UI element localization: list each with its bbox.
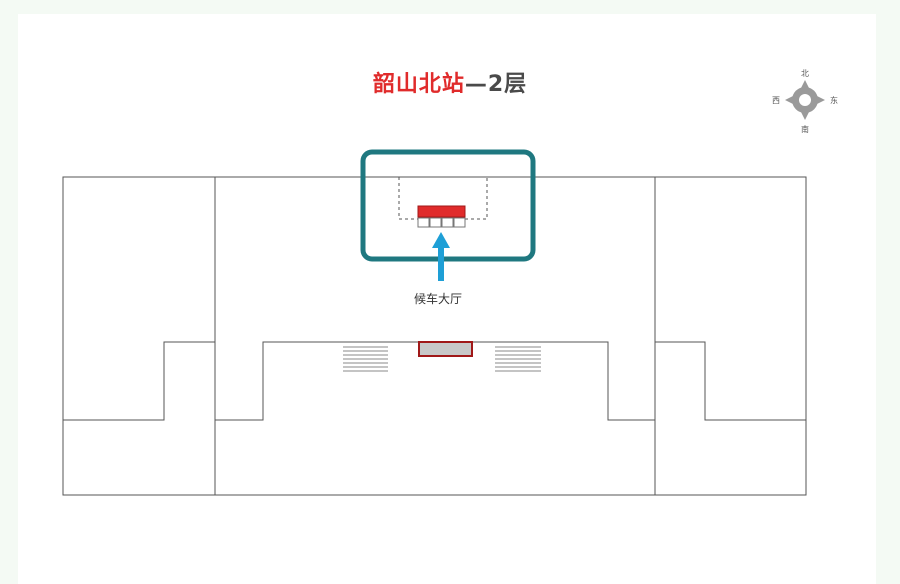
lower-counter — [418, 341, 473, 357]
right-wing-room — [655, 341, 806, 421]
ticket-counter — [417, 205, 466, 218]
stairs-left — [343, 346, 388, 372]
left-wing-room — [63, 341, 215, 421]
compass-east: 东 — [830, 95, 838, 105]
compass-south: 南 — [801, 124, 809, 134]
waiting-hall-highlight — [360, 149, 536, 262]
page-title: 韶山北站—2层 — [0, 70, 900, 100]
floor-label: —2层 — [464, 72, 528, 97]
compass-icon — [785, 80, 825, 120]
building-outline — [62, 176, 807, 496]
compass-west: 西 — [772, 96, 780, 105]
station-name: 韶山北站 — [372, 72, 465, 97]
arrow-up-icon — [432, 232, 450, 281]
compass-north: 北 — [801, 69, 809, 78]
counter-seats — [417, 217, 466, 228]
map-panel — [18, 14, 876, 584]
waiting-hall-label: 候车大厅 — [414, 292, 463, 306]
stairs-right — [495, 346, 541, 372]
